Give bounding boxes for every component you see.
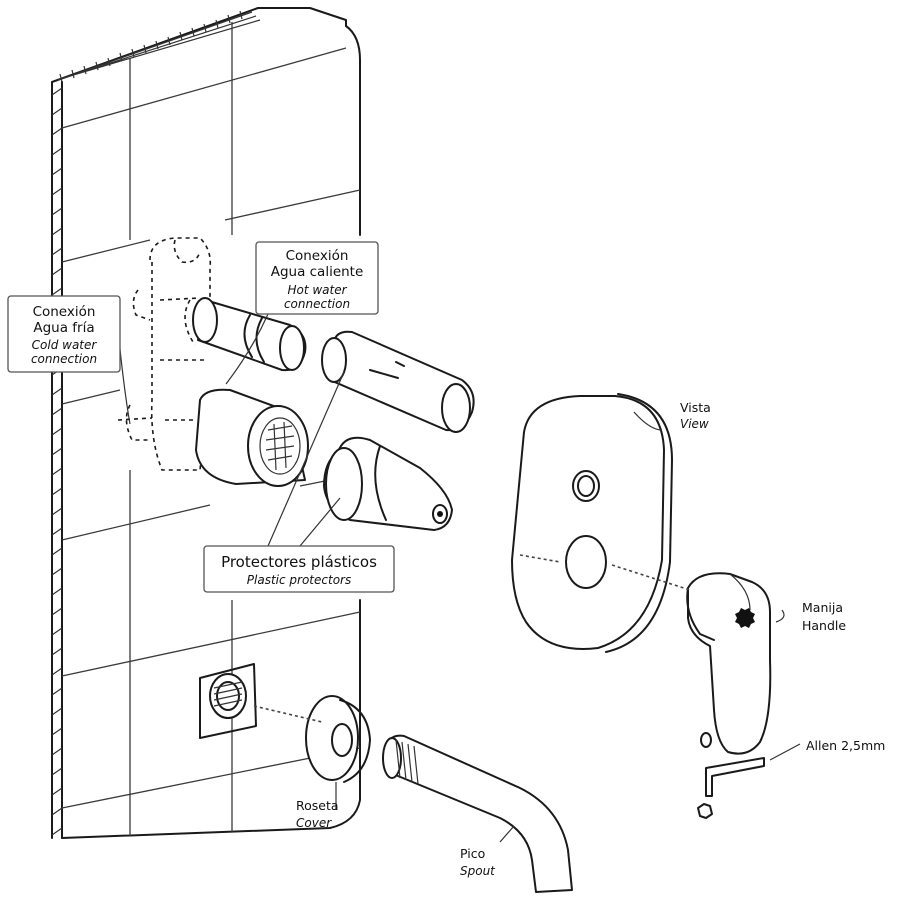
cover-es: Roseta [296, 798, 339, 813]
rosette [305, 695, 371, 783]
spout-es: Pico [460, 846, 485, 861]
hot-water-es-line1: Conexión [286, 248, 349, 264]
label-plastic-protectors: Protectores plásticos Plastic protectors [203, 545, 395, 593]
cold-water-es-line1: Conexión [33, 304, 96, 320]
cold-water-en-line2: connection [31, 352, 97, 366]
handle-en: Handle [802, 618, 846, 633]
cold-water-en-line1: Cold water [32, 338, 98, 352]
handle-es: Manija [802, 600, 843, 615]
handle [686, 572, 772, 755]
hot-water-en-line2: connection [284, 297, 350, 311]
allen-key [705, 757, 765, 797]
hot-water-pipe [192, 297, 307, 372]
alignment-lines [253, 554, 691, 723]
plastic-protector-cylinder [321, 330, 475, 433]
set-screw [697, 732, 713, 819]
spout-en: Spout [460, 864, 496, 878]
cover-en: Cover [296, 816, 332, 830]
spout-wall-stub [199, 663, 257, 739]
hot-water-en-line1: Hot water [287, 283, 347, 297]
view-en: View [680, 417, 709, 431]
spout [382, 734, 573, 893]
protectors-es: Protectores plásticos [221, 553, 377, 571]
cover-plate [511, 393, 673, 653]
view-es: Vista [680, 400, 711, 415]
valve-body [117, 237, 212, 471]
label-hot-water: Conexión Agua caliente Hot water connect… [255, 241, 379, 315]
cold-water-es-line2: Agua fría [33, 320, 94, 336]
protectors-en: Plastic protectors [247, 573, 351, 587]
hot-water-es-line2: Agua caliente [271, 264, 364, 280]
label-cold-water: Conexión Agua fría Cold water connection [7, 295, 121, 373]
mixer-cartridge [195, 388, 309, 487]
plastic-protector-cone [323, 436, 453, 531]
allen-label: Allen 2,5mm [806, 738, 885, 753]
